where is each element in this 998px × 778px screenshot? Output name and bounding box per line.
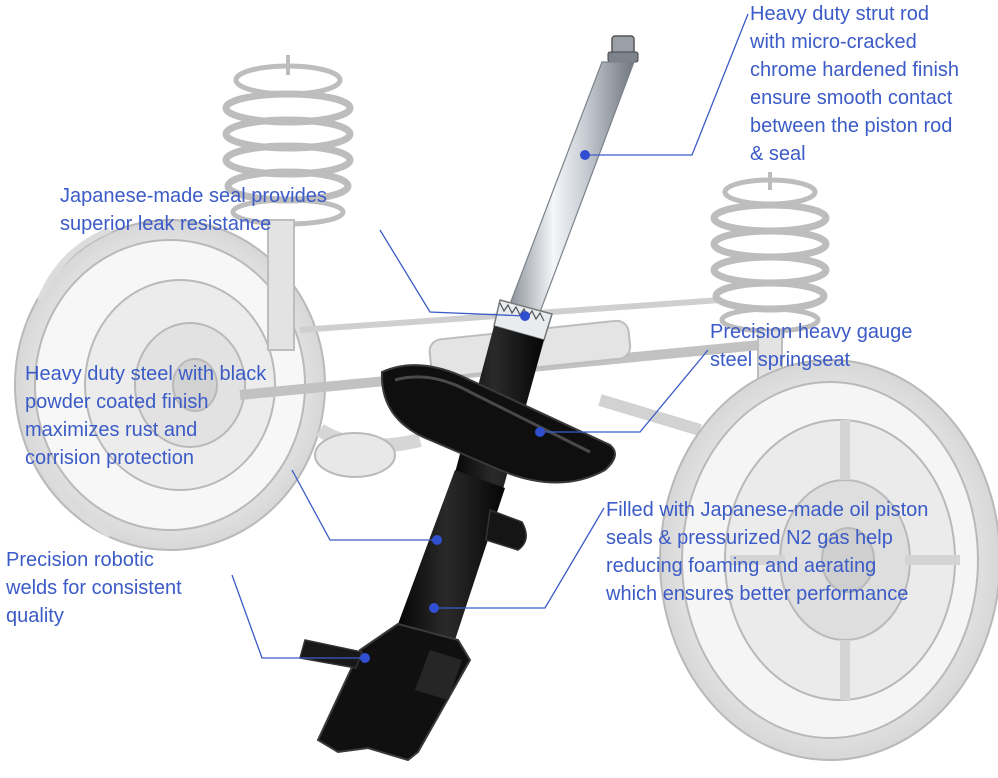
right-wheel-illustration (659, 359, 998, 761)
callout-seal: Japanese-made seal provides superior lea… (60, 185, 327, 235)
chrome-piston-rod (509, 61, 635, 313)
spring-seat (380, 364, 616, 484)
side-bracket-tab (485, 508, 527, 551)
leader-lines (231, 13, 749, 659)
marker-dot-springseat (535, 427, 545, 437)
left-coil-spring-illustration (222, 55, 354, 351)
callout-strut-rod: Heavy duty strut rod with micro-cracked … (750, 3, 960, 165)
callout-oil-gas: Filled with Japanese-made oil piston sea… (606, 499, 929, 605)
left-wheel-illustration (14, 219, 326, 551)
lower-strut-body (398, 470, 505, 640)
callout-welds: Precision robotic welds for consistent q… (6, 549, 182, 627)
callout-springseat: Precision heavy gauge steel springseat (710, 321, 913, 371)
strut-top-nut (611, 35, 635, 55)
leader-line-springseat (540, 349, 709, 433)
background-suspension-assembly (14, 55, 998, 761)
marker-dot-seal (520, 311, 530, 321)
callout-steel-finish: Heavy duty steel with black powder coate… (25, 363, 267, 469)
strut-assembly (299, 35, 639, 762)
leader-line-welds (231, 574, 365, 659)
leader-line-strut-rod (585, 13, 749, 156)
marker-dot-steel-finish (432, 535, 442, 545)
leader-line-seal (379, 229, 526, 317)
marker-dot-oil-gas (429, 603, 439, 613)
marker-dot-welds (360, 653, 370, 663)
marker-dots (360, 150, 590, 663)
leader-line-oil-gas (434, 507, 605, 609)
leader-line-steel-finish (291, 469, 437, 541)
marker-dot-strut-rod (580, 150, 590, 160)
